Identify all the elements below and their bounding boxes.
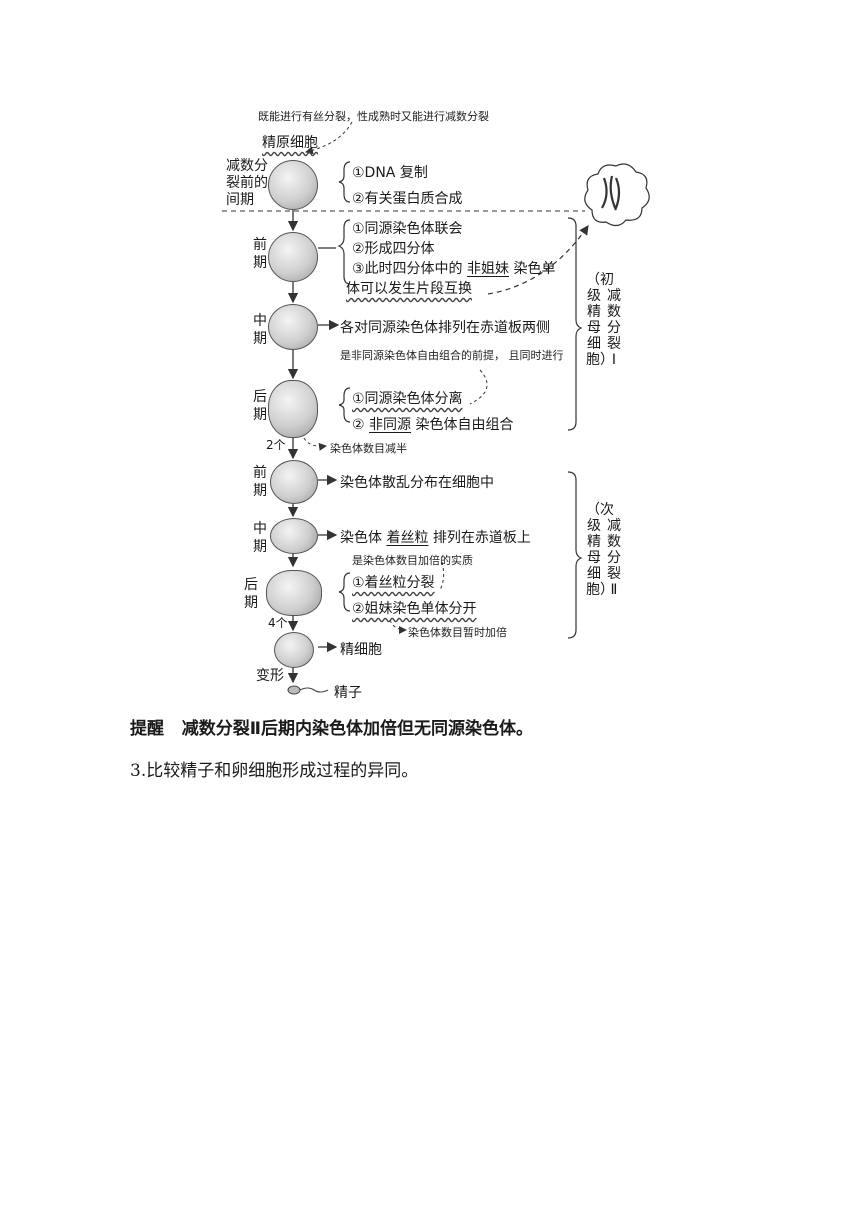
meiosis1-cell-label: （初级精母细胞） — [586, 272, 614, 368]
prophase2-text: 染色体散乱分布在细胞中 — [340, 475, 494, 491]
interphase-item-2: ②有关蛋白质合成 — [352, 191, 463, 207]
top-note: 既能进行有丝分裂，性成熟时又能进行减数分裂 — [258, 110, 489, 123]
anaphase1-cell-image — [268, 380, 318, 438]
anaphase1-item-1: ①同源染色体分离 — [352, 391, 463, 407]
transform-label: 变形 — [256, 668, 284, 684]
prophase1-item-3: ③此时四分体中的 非姐妹 染色单 — [352, 261, 556, 277]
anaphase2-cell-image — [266, 570, 322, 616]
prophase1-item-1: ①同源染色体联会 — [352, 221, 463, 237]
question-item-3: 3.比较精子和卵细胞形成过程的异同。 — [130, 761, 419, 781]
spermatid-label: 精细胞 — [340, 642, 382, 658]
meiosis1-count: 2个 — [266, 438, 286, 452]
anaphase2-label: 后期 — [244, 577, 258, 611]
metaphase1-text: 各对同源染色体排列在赤道板两侧 — [340, 320, 550, 336]
spermatogonium-label: 精原细胞 — [262, 135, 318, 151]
meiosis2-count-note: 染色体数目暂时加倍 — [408, 626, 507, 639]
diagram-lines — [222, 121, 650, 695]
meiosis2-side-label: 减数分裂Ⅱ — [607, 518, 621, 598]
prophase1-item-2: ②形成四分体 — [352, 241, 435, 257]
tip-paragraph: 提醒 减数分裂Ⅱ后期内染色体加倍但无同源染色体。 — [130, 714, 533, 739]
anaphase2-item-2: ②姐妹染色单体分开 — [352, 601, 477, 617]
metaphase2-text: 染色体 着丝粒 排列在赤道板上 — [340, 530, 531, 546]
metaphase2-cell-image — [270, 518, 318, 554]
tip-label: 提醒 — [130, 719, 164, 739]
prophase1-cell-image — [268, 232, 318, 282]
spermatid-cell-image — [274, 632, 314, 668]
meiosis2-cell-label: （次级精母细胞） — [586, 502, 614, 598]
anaphase1-label: 后期 — [253, 389, 267, 423]
prophase1-label: 前期 — [253, 237, 267, 271]
interphase-cell-image — [268, 160, 318, 210]
anaphase2-item-1: ①着丝粒分裂 — [352, 575, 435, 591]
interphase-item-1: ①DNA 复制 — [352, 165, 428, 181]
anaphase1-item-2: ② 非同源 染色体自由组合 — [352, 417, 514, 433]
metaphase1-cell-image — [268, 304, 318, 350]
metaphase2-label: 中期 — [253, 521, 267, 555]
metaphase2-note: 是染色体数目加倍的实质 — [352, 554, 473, 567]
metaphase1-note: 是非同源染色体自由组合的前提， 且同时进行 — [340, 349, 564, 362]
prophase2-label: 前期 — [253, 465, 267, 499]
meiosis1-side-label: 减数分裂Ⅰ — [607, 288, 621, 368]
interphase-label: 减数分裂前的间期 — [226, 158, 268, 208]
meiosis1-count-note: 染色体数目减半 — [330, 442, 407, 455]
metaphase1-label: 中期 — [253, 313, 267, 347]
meiosis2-count: 4个 — [268, 616, 288, 630]
sperm-label: 精子 — [334, 685, 362, 701]
tip-body: 减数分裂Ⅱ后期内染色体加倍但无同源染色体。 — [181, 719, 533, 739]
prophase2-cell-image — [270, 460, 318, 504]
meiosis-diagram: 既能进行有丝分裂，性成熟时又能进行减数分裂 精原细胞 减数分裂前的间期 ①DNA… — [222, 110, 650, 701]
prophase1-item-3-cont: 体可以发生片段互换 — [346, 281, 472, 297]
